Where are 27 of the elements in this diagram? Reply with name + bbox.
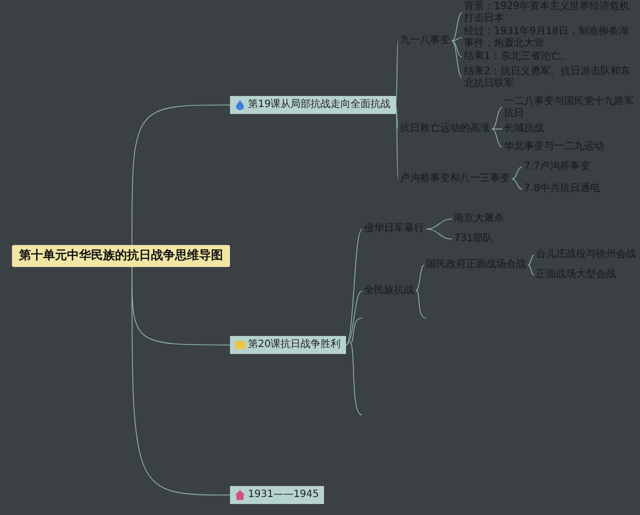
branch-line (492, 128, 502, 148)
branch-line (512, 178, 522, 190)
branch-line (132, 266, 230, 496)
branch-line (452, 37, 462, 42)
branch-line (492, 107, 502, 130)
branch-line (416, 264, 424, 292)
topic-box (230, 336, 346, 354)
branch-line (492, 128, 502, 130)
central-topic (12, 245, 230, 267)
branch-line (396, 104, 398, 130)
branch-line (426, 228, 452, 240)
branch-line (512, 166, 522, 180)
branch-line (528, 264, 534, 276)
topic-text: 第十单元中华民族的抗日战争思维导图 (19, 248, 223, 262)
topic-text: 第20课抗日战争胜利 (248, 339, 341, 350)
branch-line (452, 12, 462, 42)
branch-line (132, 104, 230, 246)
branch-line (452, 40, 462, 58)
topic-text: 1931——1945 (248, 489, 319, 500)
topic-box (230, 96, 396, 114)
branch-line (346, 290, 362, 346)
branch-line (346, 228, 362, 346)
topic-box (230, 486, 324, 504)
topic-text: 第19课从局部抗战走向全面抗战 (248, 99, 391, 110)
branch-line (528, 254, 534, 266)
branch-line (452, 40, 462, 78)
branch-line (426, 218, 452, 230)
